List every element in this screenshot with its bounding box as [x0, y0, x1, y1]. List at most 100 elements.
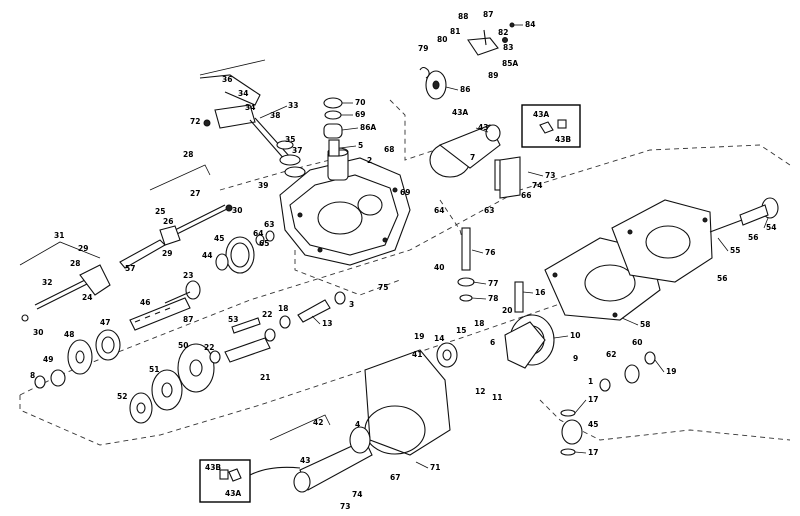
callout-21: 21 [260, 373, 270, 382]
callout-1: 1 [588, 377, 593, 386]
callout-71: 71 [430, 463, 440, 472]
callout-43: 43 [478, 123, 488, 132]
callout-57: 57 [125, 264, 135, 273]
callout-23: 23 [183, 271, 193, 280]
callout-73: 73 [545, 171, 555, 180]
callout-22b: 22 [204, 343, 214, 352]
callout-68: 68 [384, 145, 394, 154]
pin-16 [514, 281, 524, 313]
key-53 [231, 317, 261, 334]
callout-53: 53 [228, 315, 238, 324]
callout-88: 88 [458, 12, 468, 21]
callout-25: 25 [155, 207, 165, 216]
callout-47: 47 [100, 318, 110, 327]
gear-14 [436, 342, 458, 368]
callout-63: 63 [264, 220, 274, 229]
inset-box-top [521, 104, 581, 148]
callout-86a: 86A [360, 123, 376, 132]
callout-13: 13 [322, 319, 332, 328]
shaft-21 [209, 328, 276, 364]
main-housing [279, 147, 411, 266]
callout-65: 65 [259, 239, 269, 248]
callout-63b: 63 [484, 206, 494, 215]
callout-17b: 17 [588, 448, 598, 457]
group-brackets [19, 59, 331, 441]
callout-66: 66 [521, 191, 531, 200]
callout-28b: 28 [70, 259, 80, 268]
callout-43a-box2: 43A [225, 489, 241, 498]
gear-47 [95, 329, 121, 361]
callout-15: 15 [456, 326, 466, 335]
callout-45b: 45 [588, 420, 598, 429]
callout-56b: 56 [717, 274, 727, 283]
gear-23 [164, 280, 201, 304]
callout-4: 4 [355, 420, 360, 429]
callout-34a: 34 [238, 89, 248, 98]
callout-22: 22 [262, 310, 272, 319]
callout-9: 9 [573, 354, 578, 363]
callout-32: 32 [42, 278, 52, 287]
callout-16: 16 [535, 288, 545, 297]
callout-89: 89 [488, 71, 498, 80]
callout-62: 62 [606, 350, 616, 359]
cluster-shaft-46 [129, 297, 191, 331]
callout-5: 5 [358, 141, 363, 150]
callout-29b: 29 [78, 244, 88, 253]
callout-43b-box: 43B [555, 135, 571, 144]
bearing-60 [599, 351, 656, 392]
callout-75: 75 [378, 283, 388, 292]
callout-56: 56 [748, 233, 758, 242]
callout-84: 84 [525, 20, 535, 29]
callout-87b: 87 [183, 315, 193, 324]
differential-carrier [504, 314, 555, 369]
callout-46: 46 [140, 298, 150, 307]
shift-shaft-group [119, 204, 233, 269]
bracket-plate [499, 156, 521, 199]
callout-7: 7 [470, 153, 475, 162]
callout-43a-box: 43A [533, 110, 549, 119]
callout-81: 81 [450, 27, 460, 36]
callout-48: 48 [64, 330, 74, 339]
callout-34b: 34 [245, 103, 255, 112]
callout-83: 83 [503, 43, 513, 52]
callout-51: 51 [149, 365, 159, 374]
gear-52 [129, 392, 153, 424]
callout-82: 82 [498, 28, 508, 37]
pinion-54 [709, 197, 779, 233]
callout-6: 6 [490, 338, 495, 347]
callout-19: 19 [414, 332, 424, 341]
callout-67: 67 [390, 473, 400, 482]
callout-70: 70 [355, 98, 365, 107]
callout-74: 74 [532, 181, 542, 190]
callout-33: 33 [288, 101, 298, 110]
callout-26: 26 [163, 217, 173, 226]
callout-27: 27 [190, 189, 200, 198]
callout-64: 64 [253, 229, 263, 238]
callout-31: 31 [54, 231, 64, 240]
callout-87: 87 [483, 10, 493, 19]
callout-20: 20 [502, 306, 512, 315]
callout-58: 58 [640, 320, 650, 329]
callout-19b: 19 [666, 367, 676, 376]
callout-30b: 30 [33, 328, 43, 337]
bevel-gear-45 [215, 230, 275, 274]
callout-69b: 69 [400, 188, 410, 197]
callout-30: 30 [232, 206, 242, 215]
callout-79: 79 [418, 44, 428, 53]
callout-77: 77 [488, 279, 498, 288]
callout-86: 86 [460, 85, 470, 94]
callout-37: 37 [292, 146, 302, 155]
callout-43c: 43 [300, 456, 310, 465]
axle-housing-lower [293, 349, 451, 493]
top-bracket-group [419, 22, 515, 100]
callout-8: 8 [30, 371, 35, 380]
callout-40: 40 [434, 263, 444, 272]
callout-69: 69 [355, 110, 365, 119]
callout-74b: 74 [352, 490, 362, 499]
bearing-49 [34, 369, 66, 389]
callout-35: 35 [285, 135, 295, 144]
bevel-gear-45-lower [560, 409, 583, 456]
callout-36: 36 [222, 75, 232, 84]
callout-85a: 85A [502, 59, 518, 68]
